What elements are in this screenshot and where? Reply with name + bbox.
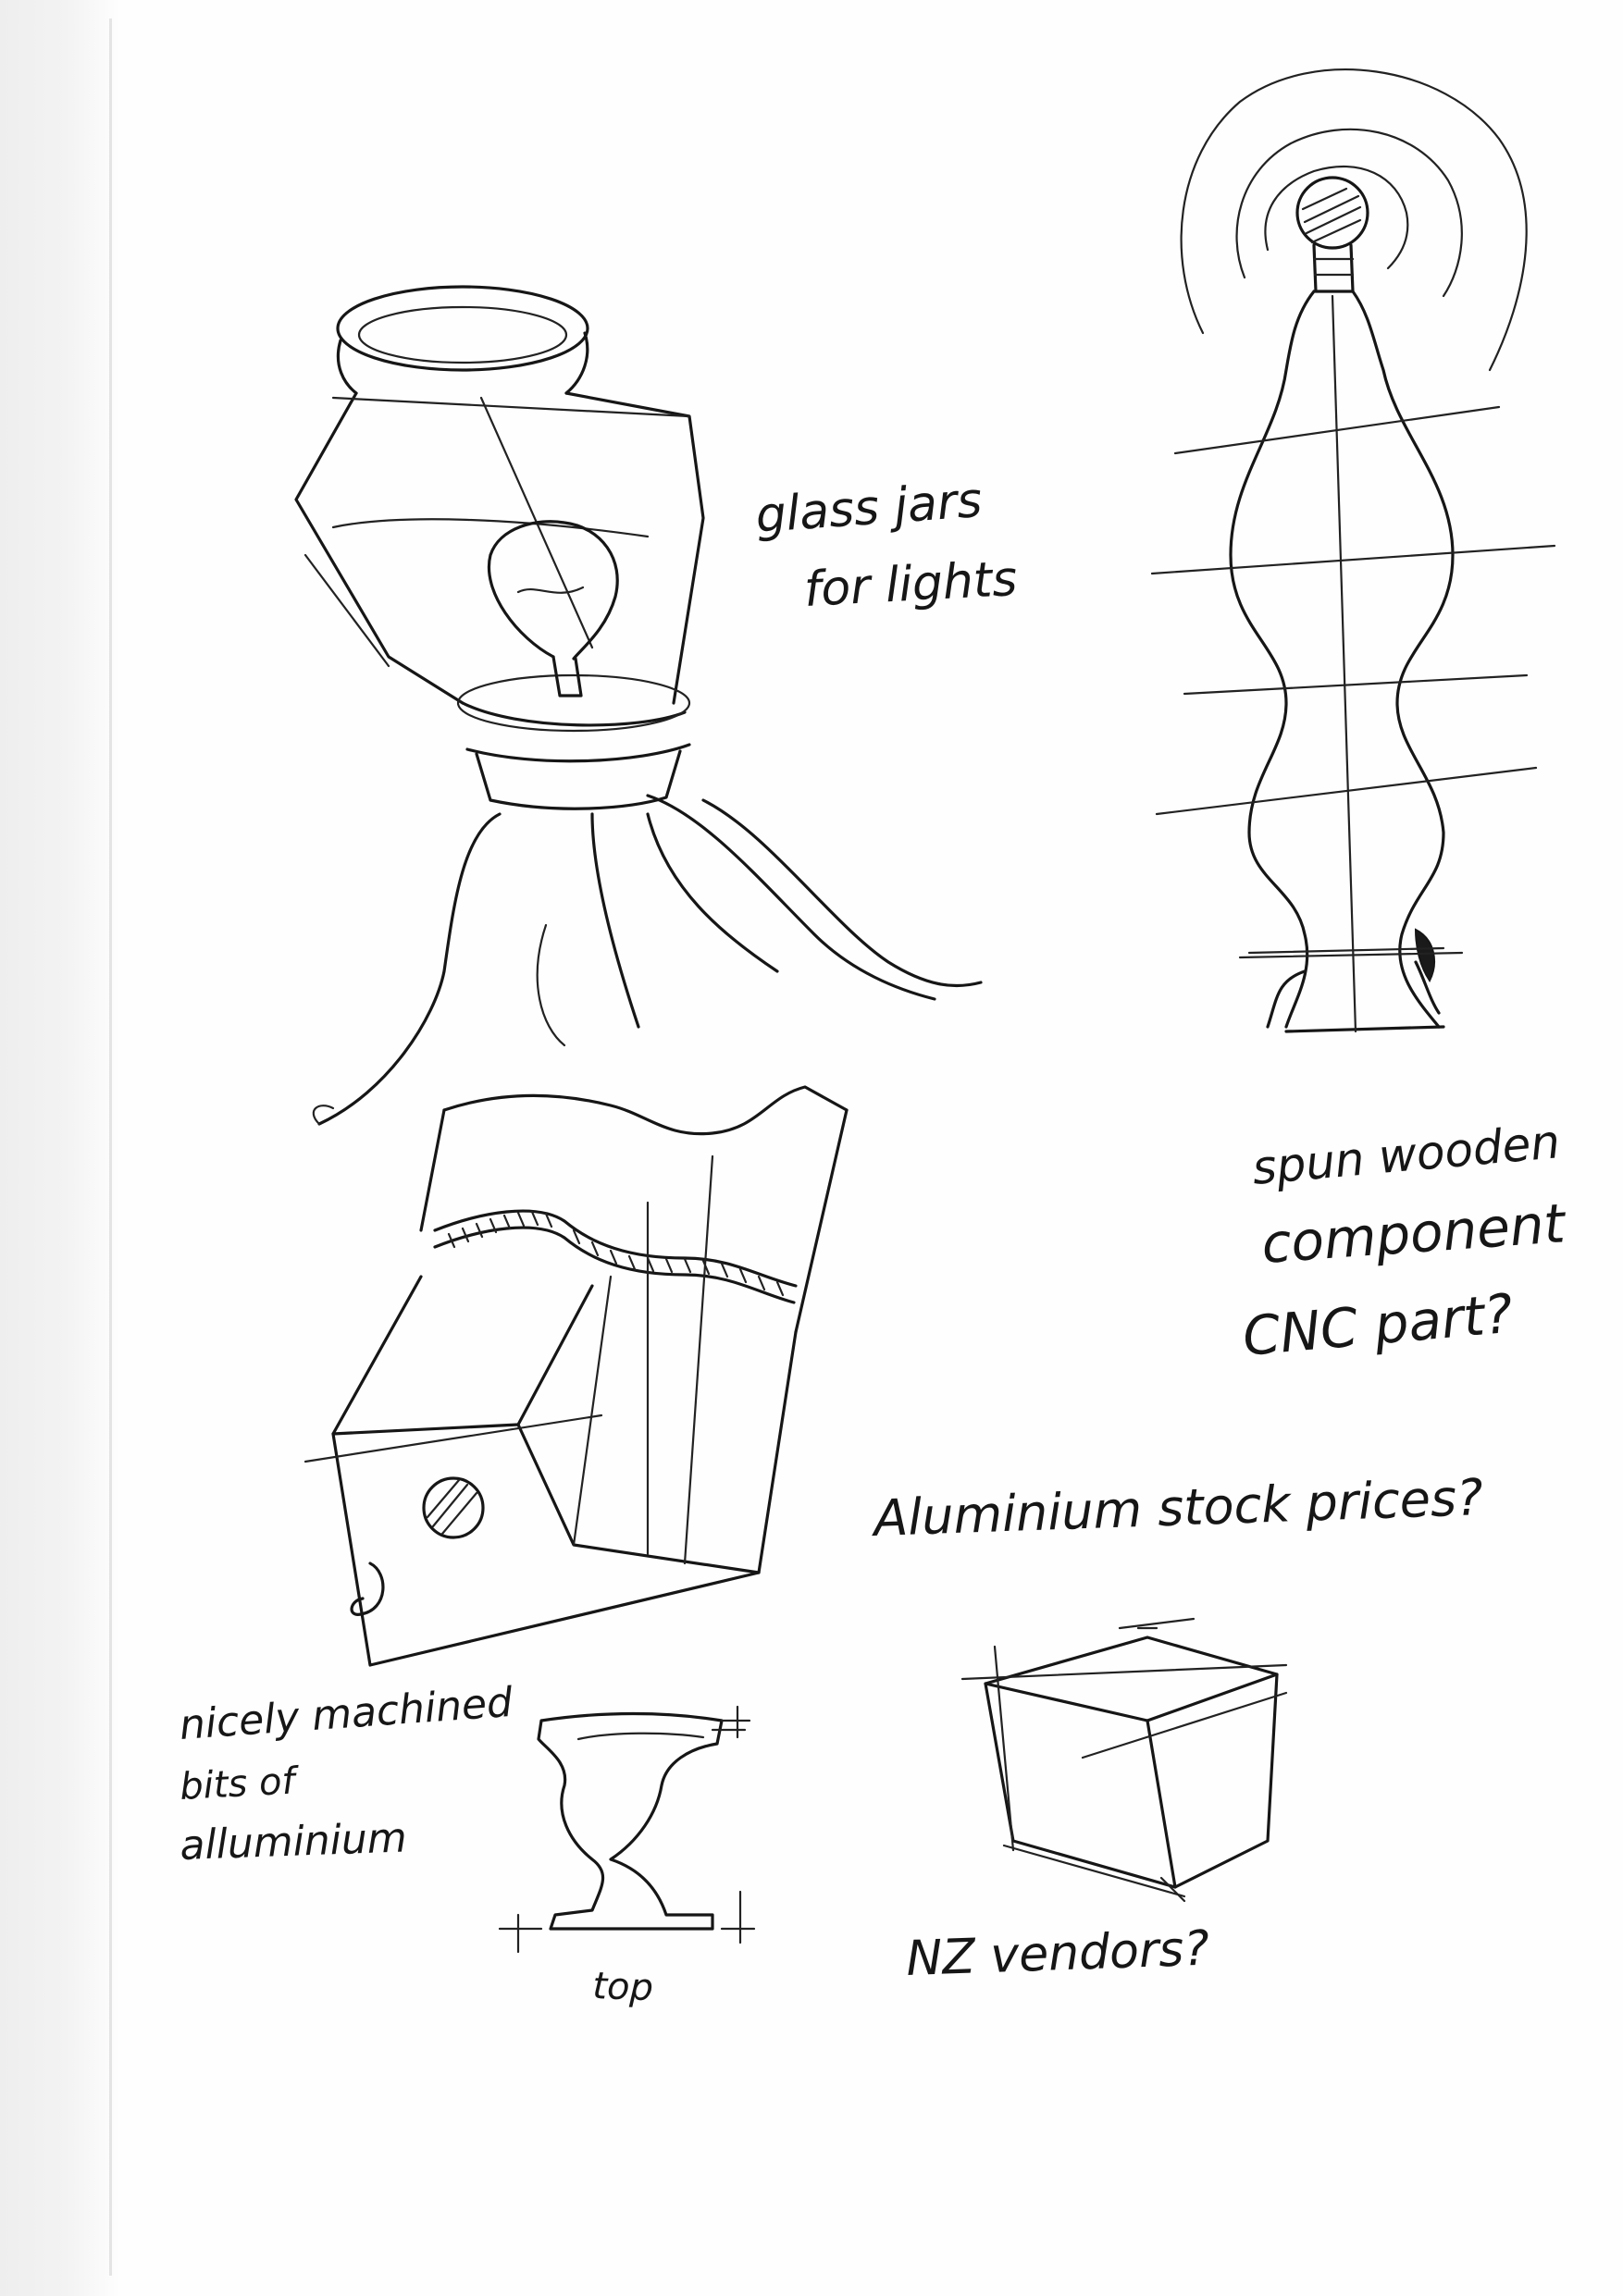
spun-wooden-component-sketch	[1152, 69, 1555, 1031]
note-cnc-part: CNC part?	[1240, 1282, 1515, 1368]
note-glass-jars-line1: glass jars	[754, 473, 984, 544]
note-spun-wooden-line1: spun wooden	[1250, 1115, 1562, 1195]
note-spun-wooden-line2: component	[1259, 1191, 1568, 1276]
note-nicely-machined-line2: bits of	[179, 1759, 301, 1808]
note-nicely-machined-line3: alluminium	[180, 1814, 408, 1870]
note-nz-vendors: NZ vendors?	[905, 1921, 1210, 1987]
note-aluminium-stock-prices: Aluminium stock prices?	[870, 1468, 1483, 1548]
cube-sketch	[962, 1619, 1286, 1901]
note-top-label: top	[592, 1965, 654, 2009]
glass-jar-lamp-sketch	[296, 287, 981, 1124]
handwritten-notes: glass jars for lights spun wooden compon…	[178, 473, 1568, 2009]
note-glass-jars-line2: for lights	[803, 551, 1019, 618]
aluminium-block-sketch	[305, 1087, 847, 1665]
top-section-sketch	[500, 1707, 754, 1952]
note-nicely-machined-line1: nicely machined	[178, 1679, 514, 1749]
